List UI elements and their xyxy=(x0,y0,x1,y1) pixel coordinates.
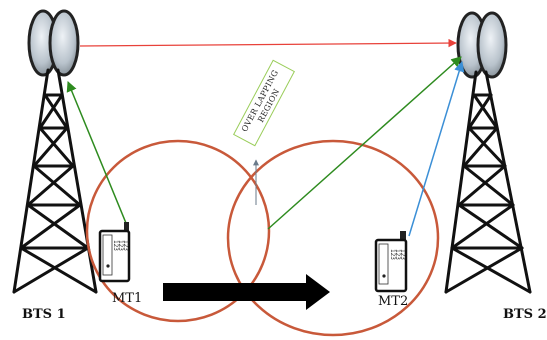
mt2-label: MT2 xyxy=(378,294,408,309)
cell-coverage-bts-2 xyxy=(226,139,440,337)
link-mt1-to-bts-1 xyxy=(66,81,129,229)
mt2-phone-icon: 123 123 123 xyxy=(374,231,408,293)
movement-arrow-icon xyxy=(163,274,330,310)
bts-2-label: BTS 2 xyxy=(503,307,547,322)
svg-text:123: 123 xyxy=(117,240,124,251)
link-bts-1-to-bts-2 xyxy=(79,38,457,48)
bts-2-tower xyxy=(444,11,532,294)
bts-1-antenna-icon xyxy=(27,9,80,77)
mt2-keypad: 123 xyxy=(389,249,396,260)
mt1-phone-icon: 123 123 123 xyxy=(98,222,131,283)
link-mt2-to-bts-2 xyxy=(408,60,465,237)
bts-1-label: BTS 1 xyxy=(22,307,66,322)
svg-text:123: 123 xyxy=(394,249,401,260)
cell-coverage-bts-1 xyxy=(85,139,271,323)
mt1-keypad: 123 xyxy=(112,240,119,251)
svg-text:123: 123 xyxy=(399,249,406,260)
bts-1-tower xyxy=(12,9,98,294)
svg-text:123: 123 xyxy=(122,240,129,251)
link-overlap-to-bts-2 xyxy=(267,56,462,230)
overlapping-region-label-box: OVER LAPPING REGION xyxy=(233,59,295,147)
bts-2-antenna-icon xyxy=(456,11,508,79)
mt1-label: MT1 xyxy=(112,291,142,306)
